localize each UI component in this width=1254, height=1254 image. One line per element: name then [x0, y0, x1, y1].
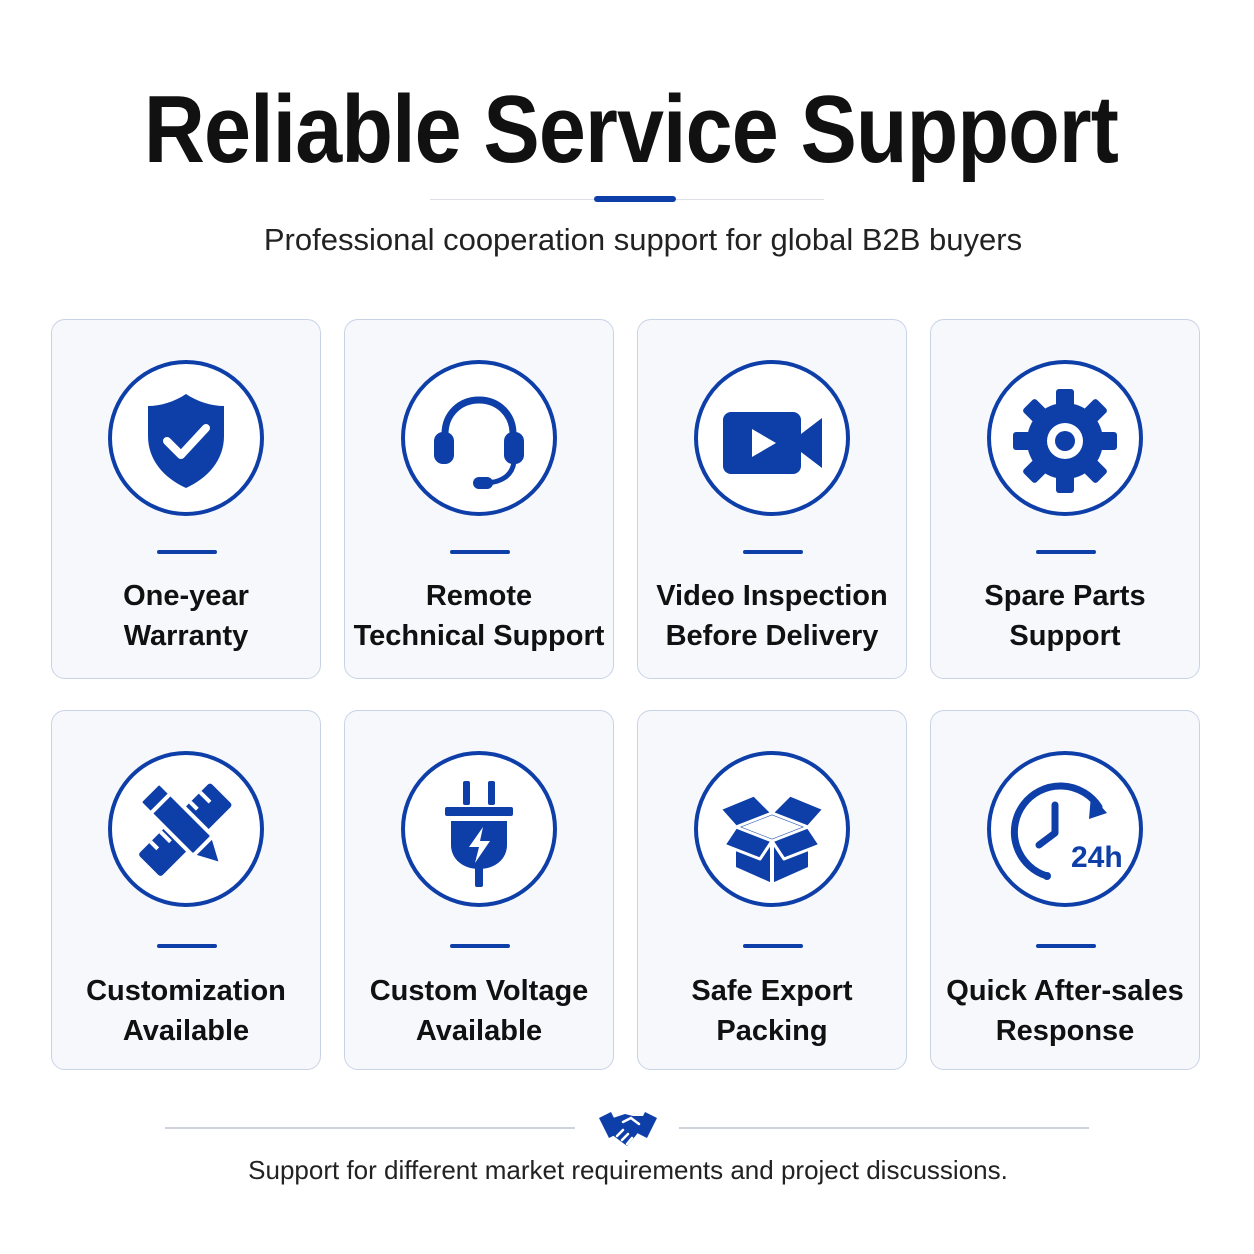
- card-label-line1: Video Inspection: [656, 580, 888, 612]
- card-label-line1: One-year: [123, 580, 249, 612]
- pencil-ruler-icon: [108, 751, 264, 907]
- clock-24h-icon: 24h: [987, 751, 1143, 907]
- card-accent-bar: [743, 944, 803, 948]
- page-title: Reliable Service Support: [143, 76, 1119, 183]
- footer-divider-right: [679, 1127, 1089, 1129]
- card-label-line2: Before Delivery: [665, 620, 879, 652]
- service-card-video-inspection: Video Inspection Before Delivery: [637, 319, 907, 679]
- card-label-line2: Packing: [716, 1015, 828, 1047]
- footer-text: Support for different market requirement…: [248, 1155, 1008, 1185]
- service-card-warranty: One-year Warranty: [51, 319, 321, 679]
- card-label-line1: Safe Export: [691, 975, 853, 1007]
- open-box-icon: [694, 751, 850, 907]
- clock-24h-text: 24h: [1071, 841, 1123, 874]
- footer-divider-left: [165, 1127, 575, 1129]
- headset-icon: [401, 360, 557, 516]
- card-accent-bar: [743, 550, 803, 554]
- handshake-icon: [599, 1112, 657, 1146]
- card-label: Quick After-sales Response: [931, 971, 1199, 1051]
- card-label: One-year Warranty: [52, 576, 320, 656]
- card-accent-bar: [450, 550, 510, 554]
- card-label: Safe Export Packing: [638, 971, 906, 1051]
- card-label-line1: Remote: [425, 580, 533, 612]
- service-card-custom-voltage: Custom Voltage Available: [344, 710, 614, 1070]
- card-label-line2: Support: [1009, 620, 1121, 652]
- card-label: Remote Technical Support: [345, 576, 613, 656]
- card-label-line2: Technical Support: [353, 620, 605, 652]
- card-label-line1: Customization: [86, 975, 286, 1007]
- card-accent-bar: [1036, 550, 1096, 554]
- card-label: Customization Available: [52, 971, 320, 1051]
- card-label-line2: Available: [122, 1015, 250, 1047]
- service-card-remote-support: Remote Technical Support: [344, 319, 614, 679]
- power-plug-icon: [401, 751, 557, 907]
- card-label-line2: Warranty: [123, 620, 249, 652]
- card-accent-bar: [450, 944, 510, 948]
- shield-check-icon: [108, 360, 264, 516]
- card-label-line1: Quick After-sales: [946, 975, 1184, 1007]
- card-accent-bar: [157, 944, 217, 948]
- service-card-export-packing: Safe Export Packing: [637, 710, 907, 1070]
- card-label-line1: Spare Parts: [984, 580, 1146, 612]
- service-card-customization: Customization Available: [51, 710, 321, 1070]
- title-accent-bar: [594, 196, 676, 202]
- video-camera-icon: [694, 360, 850, 516]
- card-label: Spare Parts Support: [931, 576, 1199, 656]
- card-label: Custom Voltage Available: [345, 971, 613, 1051]
- card-label-line1: Custom Voltage: [369, 975, 589, 1007]
- service-card-after-sales: 24h Quick After-sales Response: [930, 710, 1200, 1070]
- card-label-line2: Available: [415, 1015, 543, 1047]
- card-accent-bar: [157, 550, 217, 554]
- service-card-spare-parts: Spare Parts Support: [930, 319, 1200, 679]
- card-accent-bar: [1036, 944, 1096, 948]
- page-subtitle: Professional cooperation support for glo…: [263, 222, 1023, 257]
- card-label-line2: Response: [995, 1015, 1135, 1047]
- card-label: Video Inspection Before Delivery: [638, 576, 906, 656]
- gear-icon: [987, 360, 1143, 516]
